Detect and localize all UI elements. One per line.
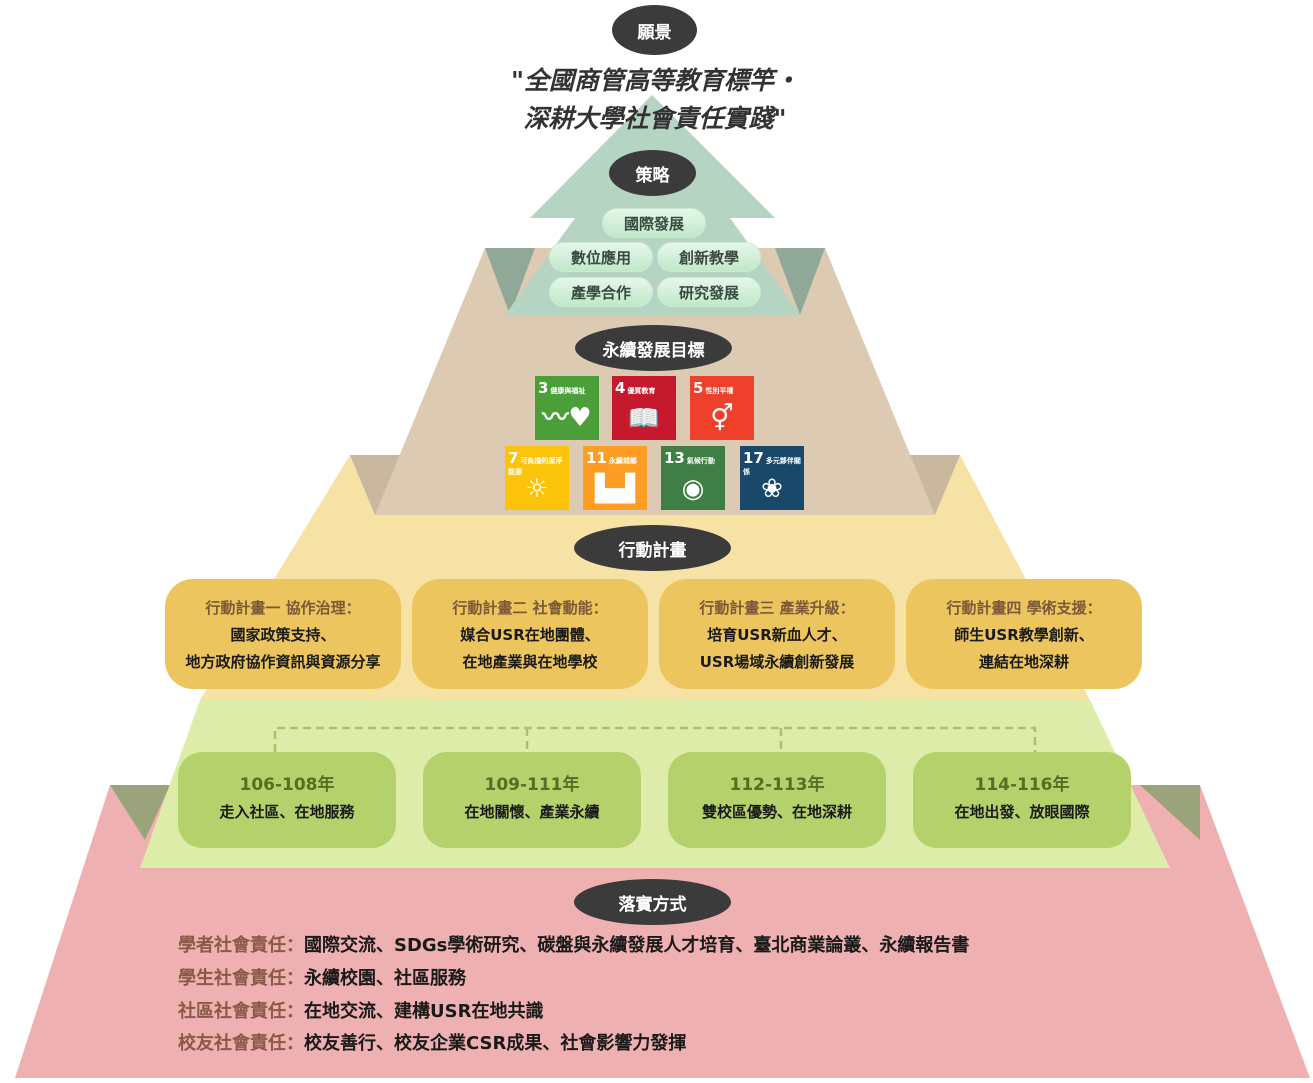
layer-shadow-tr [775, 248, 825, 315]
strategy-label: 策略 [609, 150, 696, 196]
action-plan-4: 行動計畫四 學術支援： 師生USR教學創新、連結在地深耕 [906, 579, 1142, 689]
phase-years: 109-111年 [484, 775, 580, 795]
phase-theme: 在地關懷、產業永續 [464, 803, 600, 821]
plan-line: 地方政府協作資訊與資源分享 [185, 653, 381, 671]
book-icon: 📖 [627, 404, 661, 434]
sdg-number: 11 [586, 449, 607, 467]
earth-eye-icon: ◉ [681, 474, 705, 504]
plan-title: 行動計畫二 社會動能： [452, 599, 608, 617]
sdg-number: 7 [508, 449, 519, 467]
phase-theme: 在地出發、放眼國際 [954, 803, 1090, 821]
row-text: 在地交流、建構USR在地共識 [304, 1001, 544, 1022]
responsibility-row: 學者社會責任：國際交流、SDGs學術研究、碳盤與永續發展人才培育、臺北商業論叢、… [178, 930, 969, 962]
responsibility-row: 校友社會責任：校友善行、校友企業CSR成果、社會影響力發揮 [178, 1028, 686, 1060]
sdgs-label: 永續發展目標 [575, 325, 732, 371]
strategy-item: 研究發展 [657, 277, 761, 307]
layer-shadow-tl [485, 248, 535, 315]
vision-line-1: "全國商管高等教育標竿・ [510, 66, 800, 95]
row-text: 永續校園、社區服務 [304, 968, 466, 989]
sdg-number: 3 [538, 379, 549, 397]
vision-line-2: 深耕大學社會責任實踐" [523, 104, 787, 133]
sdg-name: 優質教育 [627, 387, 656, 395]
row-label: 學生社會責任： [178, 968, 304, 989]
row-label: 校友社會責任： [178, 1033, 304, 1054]
phase-1: 106-108年走入社區、在地服務 [178, 752, 396, 848]
sdg-name: 健康與福祉 [550, 387, 586, 395]
sdg-number: 17 [743, 449, 764, 467]
gender-icon: ⚥ [710, 404, 734, 434]
strategy-item: 創新教學 [657, 242, 761, 272]
row-text: 校友善行、校友企業CSR成果、社會影響力發揮 [304, 1033, 687, 1054]
row-label: 社區社會責任： [178, 1001, 304, 1022]
layer-shadow-yl [350, 455, 400, 515]
plan-line: 培育USR新血人才、 [707, 626, 847, 644]
plan-line: 在地產業與在地學校 [462, 653, 598, 671]
sdg-name: 氣候行動 [686, 457, 715, 465]
strategy-item: 數位應用 [549, 242, 653, 272]
layer-shadow-yr [910, 455, 960, 515]
sdg-name: 多元夥伴關係 [743, 457, 801, 476]
flower-rings-icon: ❀ [761, 474, 783, 504]
action-plan-3: 行動計畫三 產業升級： 培育USR新血人才、 USR場域永續創新發展 [659, 579, 895, 689]
responsibility-row: 社區社會責任：在地交流、建構USR在地共識 [178, 996, 543, 1028]
phase-years: 112-113年 [729, 775, 825, 795]
layer-shadow-right [1140, 785, 1200, 840]
sdg-number: 13 [664, 449, 685, 467]
phase-2: 109-111年在地關懷、產業永續 [423, 752, 641, 848]
phase-years: 106-108年 [239, 775, 335, 795]
row-label: 學者社會責任： [178, 935, 304, 956]
strategy-item: 產學合作 [549, 277, 653, 307]
sdg-name: 永續城鄉 [608, 457, 637, 465]
sdg-name: 可負擔的潔淨能源 [508, 457, 563, 476]
action-plan-2: 行動計畫二 社會動能： 媒合USR在地團體、在地產業與在地學校 [412, 579, 648, 689]
action-plan-1: 行動計畫一 協作治理： 國家政策支持、地方政府協作資訊與資源分享 [165, 579, 401, 689]
plan-line: USR場域永續創新發展 [699, 653, 855, 671]
phase-theme: 走入社區、在地服務 [219, 803, 355, 821]
timeline-connector [273, 726, 1037, 752]
phase-years: 114-116年 [974, 775, 1070, 795]
layer-shadow-left [110, 785, 170, 840]
heartbeat-icon: 〰♥ [542, 403, 592, 433]
phase-theme: 雙校區優勢、在地深耕 [701, 803, 852, 821]
plan-title: 行動計畫四 學術支援： [946, 599, 1102, 617]
plan-line: 師生USR教學創新、 [954, 626, 1094, 644]
row-text: 國際交流、SDGs學術研究、碳盤與永續發展人才培育、臺北商業論叢、永續報告書 [304, 935, 970, 956]
plan-line: 媒合USR在地團體、 [460, 626, 600, 644]
layer-phases [140, 700, 1170, 868]
vision-label: 願景 [612, 5, 697, 55]
implementation-label: 落實方式 [574, 879, 731, 925]
plan-line: 連結在地深耕 [978, 653, 1069, 671]
phase-3: 112-113年雙校區優勢、在地深耕 [668, 752, 886, 848]
sun-power-icon: ☼ [525, 474, 549, 504]
sdg-number: 5 [693, 379, 704, 397]
plan-title: 行動計畫三 產業升級： [699, 599, 855, 617]
sdg-number: 4 [615, 379, 626, 397]
sdg-name: 性別平權 [705, 387, 734, 395]
phase-4: 114-116年在地出發、放眼國際 [913, 752, 1131, 848]
plan-line: 國家政策支持、 [230, 626, 336, 644]
plan-title: 行動計畫一 協作治理： [205, 599, 361, 617]
city-icon: ▙▟ [595, 474, 635, 504]
responsibility-row: 學生社會責任：永續校園、社區服務 [178, 963, 466, 995]
strategy-item: 國際發展 [602, 208, 706, 238]
action-label: 行動計畫 [574, 525, 731, 571]
